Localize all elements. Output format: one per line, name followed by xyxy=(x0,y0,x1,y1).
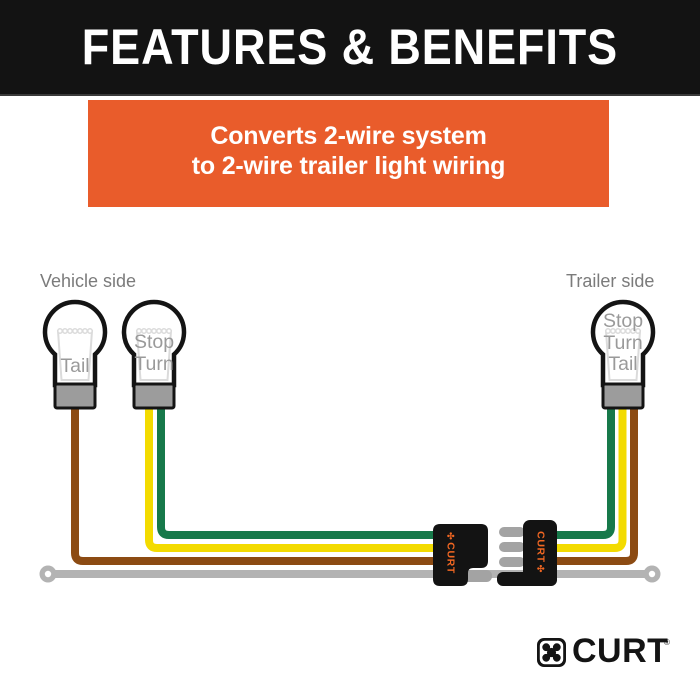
vehicle-side-label: Vehicle side xyxy=(40,271,137,291)
vehicle-stop-turn-bulb-label: Stop Turn xyxy=(114,331,194,375)
vehicle-tail-bulb-label: Tail xyxy=(35,355,115,378)
trailer-side-label: Trailer side xyxy=(566,271,655,291)
brand-text: CURT xyxy=(534,531,547,563)
connector-pin xyxy=(499,527,525,537)
bulb-label-line: Tail xyxy=(60,355,90,377)
bulb-label-line: Stop xyxy=(133,331,175,353)
curt-logo: CURT ® xyxy=(537,634,677,668)
vehicle-stop-wire-yellow xyxy=(145,402,444,552)
trailer-connector-brand: CURT ✣ xyxy=(534,526,548,579)
trailer-stop-wire-yellow xyxy=(546,402,627,552)
bulb-beads xyxy=(136,328,172,334)
vehicle-connector-body xyxy=(433,524,488,586)
header-bar: FEATURES & BENEFITS xyxy=(0,0,700,96)
trailer-bulb-label: Stop Turn Tail xyxy=(583,310,663,376)
curt-wordmark: CURT xyxy=(572,632,669,670)
ground-ring-hole-left xyxy=(44,570,52,578)
ground-ring-hole-right xyxy=(648,570,656,578)
bulb-socket xyxy=(132,382,176,410)
curt-clover-icon: ✣ xyxy=(446,532,456,541)
trailer-connector xyxy=(497,520,557,586)
bulb-label-line: Stop xyxy=(602,310,644,332)
vehicle-stop-turn-bulb xyxy=(121,299,187,410)
benefits-banner: Converts 2-wire system to 2-wire trailer… xyxy=(88,100,609,207)
registered-trademark: ® xyxy=(664,638,670,647)
vehicle-connector xyxy=(433,524,492,586)
bulb-beads xyxy=(605,328,641,334)
trailer-combined-bulb xyxy=(590,299,656,410)
bulb-label-line: Turn xyxy=(603,331,643,354)
banner-line-2: to 2-wire trailer light wiring xyxy=(191,152,506,180)
curt-logo-icon xyxy=(537,638,566,667)
bulb-label-line: Turn xyxy=(134,352,174,375)
bulb-socket xyxy=(601,382,645,410)
vehicle-turn-wire-green xyxy=(157,402,444,539)
brand-text: CURT xyxy=(444,542,457,574)
curt-clover-icon: ✣ xyxy=(536,564,546,573)
ground-wire-gray xyxy=(39,565,661,583)
vehicle-tail-wire-brown xyxy=(71,402,444,565)
trailer-connector-body xyxy=(523,520,557,586)
bulb-beads xyxy=(57,328,93,334)
trailer-turn-wire-green xyxy=(546,402,615,539)
trailer-tail-wire-brown xyxy=(546,402,638,565)
bulb-socket xyxy=(53,382,97,410)
page-title: FEATURES & BENEFITS xyxy=(81,19,619,75)
vehicle-connector-brand: ✣ CURT xyxy=(444,527,458,580)
banner-line-1: Converts 2-wire system xyxy=(210,122,487,150)
connector-pin xyxy=(499,557,525,567)
connector-pin xyxy=(499,542,525,552)
bulb-label-line: Tail xyxy=(608,353,638,375)
connector-pin xyxy=(462,570,492,582)
vehicle-tail-bulb xyxy=(42,299,108,410)
